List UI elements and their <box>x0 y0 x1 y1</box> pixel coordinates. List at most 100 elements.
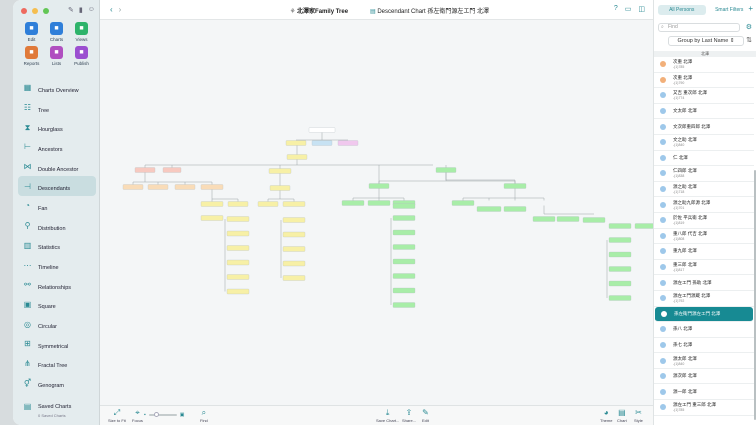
sidebar-item-square[interactable]: ▣Square <box>18 295 96 315</box>
bookmark-icon[interactable]: ▮ <box>78 7 83 14</box>
group-by-select[interactable]: Group by Last Name ⇕ <box>668 36 744 46</box>
forward-arrow-icon[interactable]: › <box>118 5 122 14</box>
chart-person-node[interactable] <box>268 168 292 174</box>
chart-person-node[interactable] <box>269 185 291 191</box>
chart-person-node[interactable] <box>200 215 224 221</box>
chart-person-node[interactable] <box>451 200 475 206</box>
window-icon[interactable]: ▭ <box>624 6 632 13</box>
chart-person-node[interactable] <box>392 287 416 294</box>
people-icon[interactable]: ☺ <box>87 6 95 13</box>
person-list-item[interactable]: 文次郎重四郎 北澤 <box>654 119 754 135</box>
person-list-item[interactable]: 孫左衛門源左エ門 北澤 <box>655 306 753 323</box>
chart-person-node[interactable] <box>226 259 250 266</box>
sidebar-item-ancestors[interactable]: ⊢Ancestors <box>18 137 96 157</box>
person-list-item[interactable]: 源左エ門源蔵 北澤-(1)792 <box>654 291 754 307</box>
chart-button[interactable]: ▤Chart <box>617 408 627 423</box>
sidebar-item-tree[interactable]: ☷Tree <box>18 98 96 118</box>
chart-person-node[interactable] <box>282 217 306 223</box>
chart-person-node[interactable] <box>200 201 224 207</box>
focus-button[interactable]: ⌖Focus <box>132 408 143 423</box>
add-person-icon[interactable]: + <box>748 4 753 13</box>
edit-button[interactable]: ✎Edit <box>422 408 429 423</box>
chart-person-node[interactable] <box>227 201 249 207</box>
person-list-item[interactable]: 源之助九郎源 北澤-(1)701 <box>654 197 754 213</box>
chart-person-node[interactable] <box>368 183 390 189</box>
descendant-chart[interactable] <box>100 20 653 405</box>
chart-person-node[interactable] <box>311 140 333 146</box>
chart-person-node[interactable] <box>286 154 308 160</box>
sidebar-toggle-icon[interactable]: ◫ <box>638 6 645 13</box>
chart-person-node[interactable] <box>582 217 606 223</box>
theme-button[interactable]: ◕Theme <box>600 408 612 423</box>
chart-person-node[interactable] <box>147 184 169 190</box>
sidebar-item-fan[interactable]: ◔Fan <box>18 196 96 216</box>
zoom-slider[interactable] <box>148 412 177 417</box>
sidebar-item-distribution[interactable]: ⚲Distribution <box>18 216 96 236</box>
chart-person-node[interactable] <box>435 167 457 173</box>
sidebar-top-views-button[interactable]: ■Views <box>69 22 94 42</box>
share-button[interactable]: ⇪Share... <box>402 408 416 423</box>
chart-person-node[interactable] <box>392 229 416 236</box>
chart-person-node[interactable] <box>226 274 250 280</box>
sidebar-item-timeline[interactable]: ⋯Timeline <box>18 255 96 275</box>
sidebar-item-genogram[interactable]: ⚥Genogram <box>18 373 96 393</box>
sidebar-top-charts-button[interactable]: ■Charts <box>44 22 69 42</box>
sort-icon[interactable]: ⇅ <box>746 37 752 44</box>
person-list-item[interactable]: 仁 北澤 <box>654 151 754 167</box>
person-list-item[interactable]: 文太郎 北澤 <box>654 104 754 120</box>
chart-person-node[interactable] <box>634 223 653 229</box>
chart-person-node[interactable] <box>392 302 416 308</box>
sidebar-item-hourglass[interactable]: ⧗Hourglass <box>18 117 96 137</box>
person-list-item[interactable]: 於佐 平兵衛 北澤-(1)819 <box>654 213 754 229</box>
chart-canvas[interactable] <box>100 20 653 405</box>
chart-person-node[interactable] <box>392 258 416 265</box>
chart-person-node[interactable] <box>226 245 250 251</box>
sidebar-item-symmetrical[interactable]: ⊞Symmetrical <box>18 334 96 354</box>
help-icon[interactable]: ? <box>613 5 618 12</box>
sidebar-top-lists-button[interactable]: ■Lists <box>44 46 69 66</box>
pin-icon[interactable]: ✎ <box>68 7 74 14</box>
chart-person-node[interactable] <box>282 275 306 281</box>
sidebar-item-double-ancestor[interactable]: ⋈Double Ancestor <box>18 157 96 177</box>
size-to-fit-button[interactable]: ⤢Size to Fit <box>108 408 126 423</box>
person-list-item[interactable]: 孫七 北澤 <box>654 338 754 354</box>
chart-person-node[interactable] <box>608 251 632 258</box>
minimize-window-button[interactable] <box>32 8 38 14</box>
person-list-item[interactable]: 又吉 重次郎 北澤-(1)774 <box>654 88 754 104</box>
chart-person-node[interactable] <box>503 183 527 189</box>
sidebar-item-charts-overview[interactable]: ▦Charts Overview <box>18 78 96 98</box>
person-list-item[interactable]: 文之助 北澤-(1)840 <box>654 135 754 151</box>
person-list-item[interactable]: 重九郎 北澤 <box>654 244 754 260</box>
chart-person-node[interactable] <box>392 273 416 279</box>
chart-person-node[interactable] <box>162 167 182 173</box>
save-chart-button[interactable]: ⤓Save Chart... <box>376 408 399 423</box>
find-field[interactable]: ⌕Find <box>658 23 740 32</box>
chart-person-node[interactable] <box>341 200 365 206</box>
gear-icon[interactable]: ⚙ <box>745 24 752 31</box>
chart-person-node[interactable] <box>282 246 306 252</box>
tab-all-persons[interactable]: All Persons <box>658 5 706 15</box>
sidebar-item-relationships[interactable]: ⚯Relationships <box>18 275 96 295</box>
chart-person-node[interactable] <box>608 266 632 272</box>
person-list-item[interactable]: 次重 北澤-(1)790 <box>654 73 754 89</box>
chart-person-node[interactable] <box>122 184 144 190</box>
chart-person-node[interactable] <box>226 230 250 237</box>
chart-person-node[interactable] <box>200 184 224 190</box>
chart-person-node[interactable] <box>392 215 416 221</box>
chart-person-node[interactable] <box>608 280 632 287</box>
person-list-item[interactable]: 仁四郎 北澤-(1)838 <box>654 166 754 182</box>
chart-person-node[interactable] <box>392 244 416 250</box>
sidebar-item-descendants[interactable]: ⊣Descendants <box>18 176 96 197</box>
person-list-item[interactable]: 源左エ門 重三郎 北澤-(1)785 <box>654 400 754 416</box>
person-list-item[interactable]: 重八郎 代吉 北澤-(1)808 <box>654 229 754 245</box>
chart-person-node[interactable] <box>337 140 359 146</box>
chart-person-node[interactable] <box>608 223 632 229</box>
chart-person-node[interactable] <box>608 237 632 243</box>
person-list-item[interactable]: 源左エ門 孫助 北澤 <box>654 275 754 291</box>
zoom-control[interactable]: ▪ ▣ <box>144 412 185 418</box>
person-list-item[interactable]: 孫八 北澤 <box>654 322 754 338</box>
sidebar-item-statistics[interactable]: ▥Statistics <box>18 236 96 256</box>
person-list-item[interactable]: 源一郎 北澤 <box>654 384 754 401</box>
tab-smart-filters[interactable]: Smart Filters <box>715 7 744 13</box>
chart-person-node[interactable] <box>367 200 391 206</box>
